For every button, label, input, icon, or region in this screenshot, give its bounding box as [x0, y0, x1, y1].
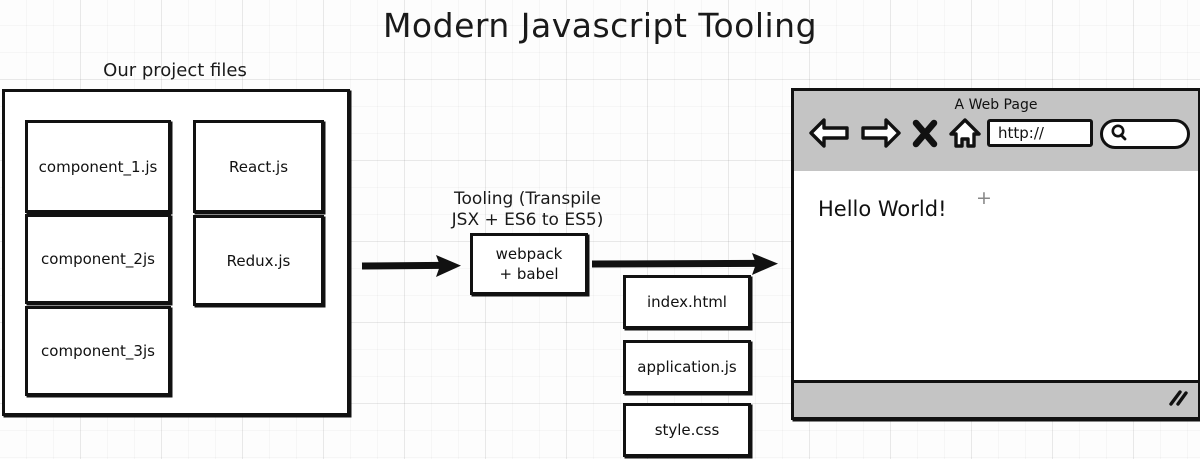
project-files-heading: Our project files	[103, 60, 247, 81]
back-arrow-icon[interactable]	[808, 117, 850, 153]
arrow-tooling-to-browser	[590, 249, 782, 283]
browser-status-bar	[794, 380, 1198, 417]
file-box-component-3[interactable]: component_3js	[25, 306, 171, 396]
file-box-component-2[interactable]: component_2js	[25, 214, 171, 304]
forward-arrow-icon[interactable]	[860, 117, 902, 153]
tooling-caption-line-1: Tooling (Transpile	[454, 189, 601, 209]
webpack-babel-box[interactable]: webpack + babel	[470, 233, 588, 295]
browser-page-title: A Web Page	[954, 97, 1038, 113]
file-label: component_1.js	[38, 157, 158, 176]
search-box[interactable]	[1100, 119, 1190, 149]
page-content-text: Hello World!	[818, 197, 947, 221]
address-bar[interactable]: http://	[987, 119, 1093, 147]
output-box-style-css[interactable]: style.css	[623, 403, 751, 457]
output-box-application-js[interactable]: application.js	[623, 340, 751, 394]
file-label: component_2js	[41, 250, 155, 268]
address-value: http://	[998, 124, 1044, 142]
webpack-label: webpack	[495, 245, 563, 263]
search-magnifier-icon	[1110, 123, 1128, 145]
tooling-caption: Tooling (Transpile JSX + ES6 to ES5)	[440, 189, 615, 231]
output-label: application.js	[637, 358, 737, 376]
cursor-plus-mark: +	[976, 187, 992, 209]
output-label: index.html	[647, 293, 727, 311]
browser-content-area: Hello World! +	[794, 171, 1198, 383]
file-label: React.js	[228, 157, 289, 176]
home-icon[interactable]	[948, 117, 982, 153]
output-box-index-html[interactable]: index.html	[623, 275, 751, 329]
browser-window: A Web Page	[791, 88, 1200, 420]
file-label: component_3js	[41, 342, 155, 360]
resize-grip-icon[interactable]	[1167, 389, 1189, 411]
babel-label: + babel	[499, 265, 559, 283]
file-label: Redux.js	[226, 251, 291, 270]
output-label: style.css	[654, 421, 720, 439]
browser-toolbar: A Web Page	[794, 91, 1198, 174]
browser-nav-icons	[808, 117, 982, 153]
file-box-redux[interactable]: Redux.js	[193, 215, 324, 306]
tooling-caption-line-2: JSX + ES6 to ES5)	[451, 210, 604, 230]
arrow-files-to-tooling	[360, 250, 466, 284]
page-title: Modern Javascript Tooling	[382, 6, 818, 45]
file-box-component-1[interactable]: component_1.js	[25, 120, 171, 213]
stop-x-icon[interactable]	[912, 118, 938, 152]
file-box-react[interactable]: React.js	[193, 120, 324, 213]
